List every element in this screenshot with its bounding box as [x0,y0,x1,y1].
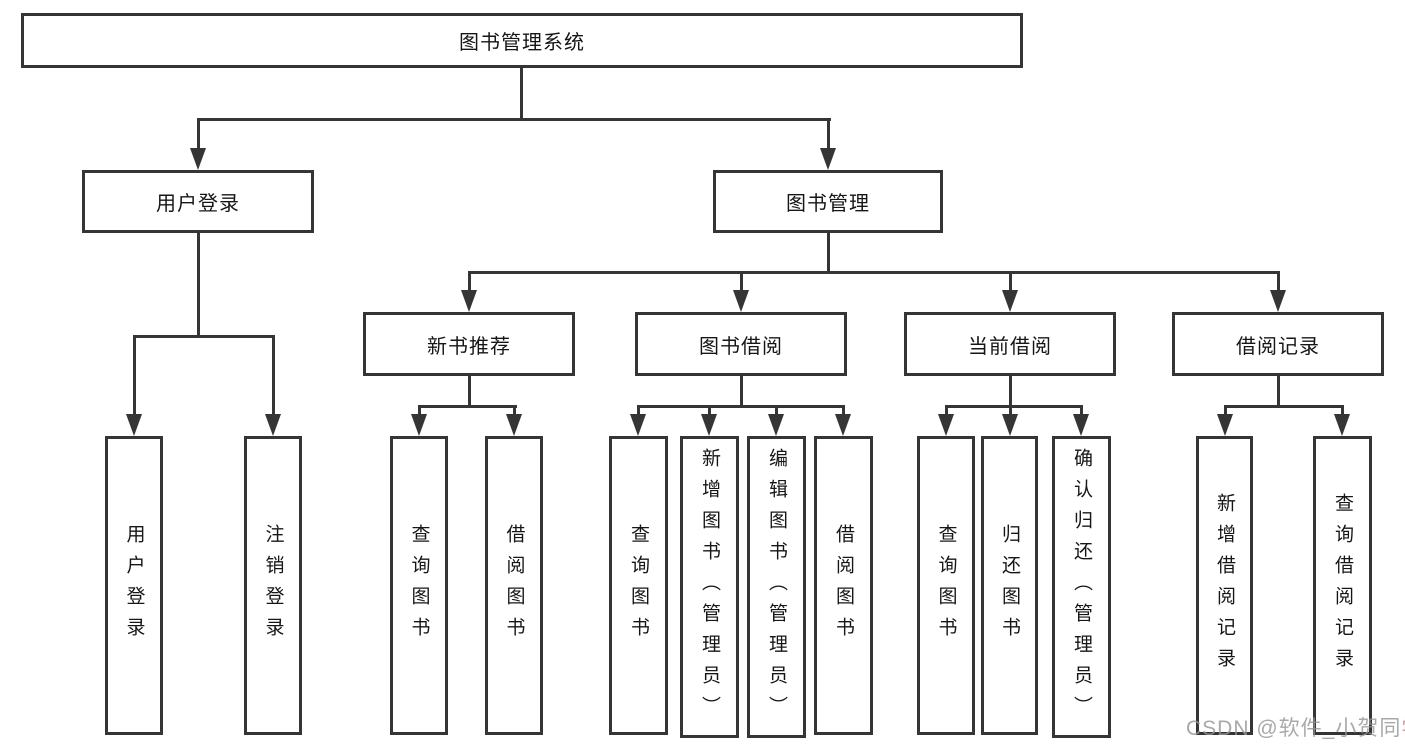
arrow-down-icon [938,414,954,436]
node-current-borrow-label: 当前借阅 [968,335,1052,358]
connector-login-leaf-drop [133,335,136,415]
connector-login-leaf-drop [272,335,275,415]
arrow-down-icon [630,414,646,436]
arrow-down-icon [1270,290,1286,312]
arrow-down-icon [411,414,427,436]
connector-section-drop [1009,271,1012,292]
leaf-user-login: 用户登录 [105,436,163,735]
connector-sec2-bus [945,405,1083,408]
arrow-down-icon [820,148,836,170]
connector-login-feed [197,233,200,335]
leaf-query-books-recommend-label: 查询图书 [408,523,430,648]
connector-sec2-leaf-drop [1009,405,1012,416]
leaf-user-login-label: 用户登录 [123,523,145,648]
leaf-query-books-current: 查询图书 [917,436,975,735]
connector-section-bus [468,271,1280,274]
node-user-login: 用户登录 [82,170,314,233]
leaf-borrow-books-recommend-label: 借阅图书 [503,523,525,648]
node-borrow-records: 借阅记录 [1172,312,1384,376]
node-new-book-recommend-label: 新书推荐 [427,335,511,358]
leaf-query-borrow-record-label: 查询借阅记录 [1332,492,1353,679]
connector-sec0-leaf-drop [418,405,421,416]
node-user-login-label: 用户登录 [156,193,240,215]
connector-sec1-bus [637,405,845,408]
arrow-down-icon [190,148,206,170]
arrow-down-icon [506,414,522,436]
leaf-edit-book-admin: 编辑图书（管理员） [747,436,806,738]
connector-sec1-leaf-drop [842,405,845,416]
node-root: 图书管理系统 [21,13,1023,68]
node-new-book-recommend: 新书推荐 [363,312,575,376]
connector-sec3-feed [1277,376,1280,405]
connector-level1-bus [197,118,831,121]
node-book-borrow: 图书借阅 [635,312,847,376]
connector-sec1-leaf-drop [637,405,640,416]
arrow-down-icon [461,290,477,312]
watermark-accent-text: 学 [1401,717,1405,740]
leaf-query-books-recommend: 查询图书 [390,436,448,735]
leaf-query-books-borrow: 查询图书 [609,436,668,735]
leaf-borrow-books-recommend: 借阅图书 [485,436,543,735]
arrow-down-icon [265,414,281,436]
connector-sec2-leaf-drop [945,405,948,416]
connector-login-bus [133,335,275,338]
arrow-down-icon [1002,414,1018,436]
leaf-borrow-books-borrow-label: 借阅图书 [833,523,854,648]
leaf-return-book: 归还图书 [981,436,1038,735]
node-borrow-records-label: 借阅记录 [1236,335,1320,358]
connector-sec0-bus [418,405,517,408]
arrow-down-icon [701,414,717,436]
connector-sec2-feed [1009,376,1012,405]
connector-sec0-leaf-drop [513,405,516,416]
connector-sec1-feed [740,376,743,405]
connector-section-drop [740,271,743,292]
arrow-down-icon [733,290,749,312]
arrow-down-icon [1002,290,1018,312]
connector-sec1-leaf-drop [775,405,778,416]
leaf-return-book-label: 归还图书 [999,523,1020,648]
leaf-query-borrow-record: 查询借阅记录 [1313,436,1372,735]
leaf-query-books-borrow-label: 查询图书 [628,523,649,648]
connector-sec0-feed [468,376,471,405]
connector-sec3-bus [1224,405,1344,408]
node-root-label: 图书管理系统 [459,32,585,54]
leaf-add-borrow-record-label: 新增借阅记录 [1214,492,1235,679]
node-book-management-label: 图书管理 [786,193,870,215]
connector-sec3-leaf-drop [1224,405,1227,416]
watermark-text: CSDN @软件_小贺同 [1186,717,1402,740]
arrow-down-icon [835,414,851,436]
leaf-query-books-current-label: 查询图书 [935,523,957,648]
connector-sec3-leaf-drop [1341,405,1344,416]
node-book-borrow-label: 图书借阅 [699,335,783,358]
connector-sec2-leaf-drop [1080,405,1083,416]
connector-section-drop [1277,271,1280,292]
arrow-down-icon [768,414,784,436]
arrow-down-icon [1334,414,1350,436]
arrow-down-icon [126,414,142,436]
connector-root-feed [520,68,523,118]
leaf-logout: 注销登录 [244,436,302,735]
connector-mgmt-drop [827,118,830,150]
leaf-edit-book-admin-label: 编辑图书（管理员） [766,447,787,727]
leaf-add-book-admin: 新增图书（管理员） [680,436,739,738]
leaf-add-book-admin-label: 新增图书（管理员） [699,447,720,727]
leaf-confirm-return-admin-label: 确认归还（管理员） [1071,447,1092,727]
leaf-add-borrow-record: 新增借阅记录 [1196,436,1253,735]
node-book-management: 图书管理 [713,170,943,233]
leaf-confirm-return-admin: 确认归还（管理员） [1052,436,1111,738]
connector-mgmt-feed [827,233,830,271]
connector-login-drop [197,118,200,150]
node-current-borrow: 当前借阅 [904,312,1116,376]
arrow-down-icon [1217,414,1233,436]
connector-sec1-leaf-drop [708,405,711,416]
connector-section-drop [468,271,471,292]
watermark: CSDN @软件_小贺同学 [1186,712,1405,742]
leaf-logout-label: 注销登录 [262,523,284,648]
arrow-down-icon [1073,414,1089,436]
leaf-borrow-books-borrow: 借阅图书 [814,436,873,735]
